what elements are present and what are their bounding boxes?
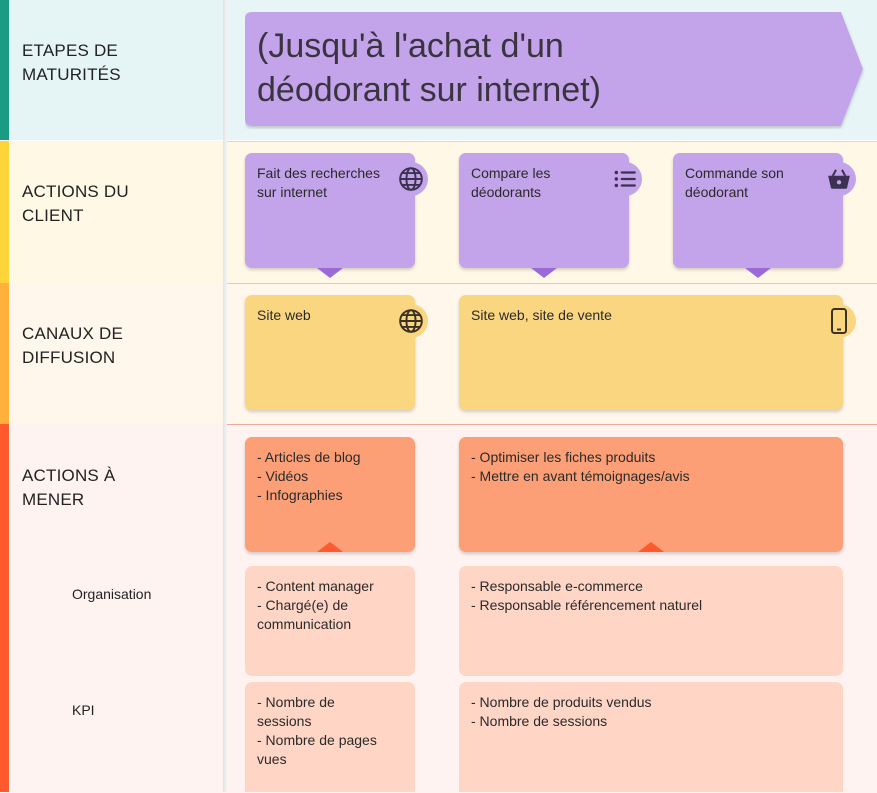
globe-icon — [394, 162, 428, 196]
actions-to-take-color-bar — [0, 424, 9, 792]
organisation-text: - Content manager - Chargé(e) de communi… — [257, 578, 374, 632]
pointer-up-icon — [638, 542, 664, 552]
client-action-card[interactable]: Fait des recherches sur internet — [245, 153, 415, 268]
client-action-text: Compare les déodorants — [471, 165, 551, 200]
pointer-up-icon — [317, 542, 343, 552]
action-card[interactable]: - Articles de blog - Vidéos - Infographi… — [245, 437, 415, 552]
row-label-organisation: Organisation — [72, 586, 152, 602]
pointer-down-icon — [531, 268, 557, 278]
kpi-text: - Nombre de produits vendus - Nombre de … — [471, 694, 652, 729]
basket-icon — [822, 162, 856, 196]
smartphone-icon — [822, 304, 856, 338]
kpi-text: - Nombre de sessions - Nombre de pages v… — [257, 694, 377, 767]
client-action-text: Fait des recherches sur internet — [257, 165, 380, 200]
pointer-down-icon — [317, 268, 343, 278]
channel-text: Site web, site de vente — [471, 307, 612, 323]
action-card[interactable]: - Optimiser les fiches produits - Mettre… — [459, 437, 843, 552]
client-action-card[interactable]: Commande son déodorant — [673, 153, 843, 268]
maturity-stage-banner[interactable]: (Jusqu'à l'achat d'un déodorant sur inte… — [245, 12, 863, 127]
channel-card[interactable]: Site web — [245, 295, 415, 410]
column-divider — [223, 0, 227, 792]
row-label-column — [9, 0, 223, 792]
maturity-color-bar — [0, 0, 9, 140]
channel-card[interactable]: Site web, site de vente — [459, 295, 843, 410]
channels-color-bar — [0, 283, 9, 424]
client-action-text: Commande son déodorant — [685, 165, 784, 200]
kpi-card[interactable]: - Nombre de sessions - Nombre de pages v… — [245, 682, 415, 792]
list-icon — [608, 162, 642, 196]
row-label-kpi: KPI — [72, 702, 95, 718]
banner-arrow-shape — [245, 12, 863, 126]
globe-icon — [394, 304, 428, 338]
organisation-text: - Responsable e-commerce - Responsable r… — [471, 578, 703, 613]
pointer-down-icon — [745, 268, 771, 278]
client-action-card[interactable]: Compare les déodorants — [459, 153, 629, 268]
action-text: - Articles de blog - Vidéos - Infographi… — [257, 449, 361, 503]
maturity-stage-text: (Jusqu'à l'achat d'un déodorant sur inte… — [257, 27, 601, 109]
action-text: - Optimiser les fiches produits - Mettre… — [471, 449, 690, 484]
organisation-card[interactable]: - Content manager - Chargé(e) de communi… — [245, 566, 415, 676]
client-actions-color-bar — [0, 141, 9, 283]
row-label-actions-to-take: ACTIONS À MENER — [22, 466, 116, 509]
row-label-channels: CANAUX DE DIFFUSION — [22, 324, 123, 367]
row-label-maturity: ETAPES DE MATURITÉS — [22, 41, 121, 84]
row-label-client-actions: ACTIONS DU CLIENT — [22, 182, 129, 225]
channel-text: Site web — [257, 307, 311, 323]
kpi-card[interactable]: - Nombre de produits vendus - Nombre de … — [459, 682, 843, 792]
organisation-card[interactable]: - Responsable e-commerce - Responsable r… — [459, 566, 843, 676]
